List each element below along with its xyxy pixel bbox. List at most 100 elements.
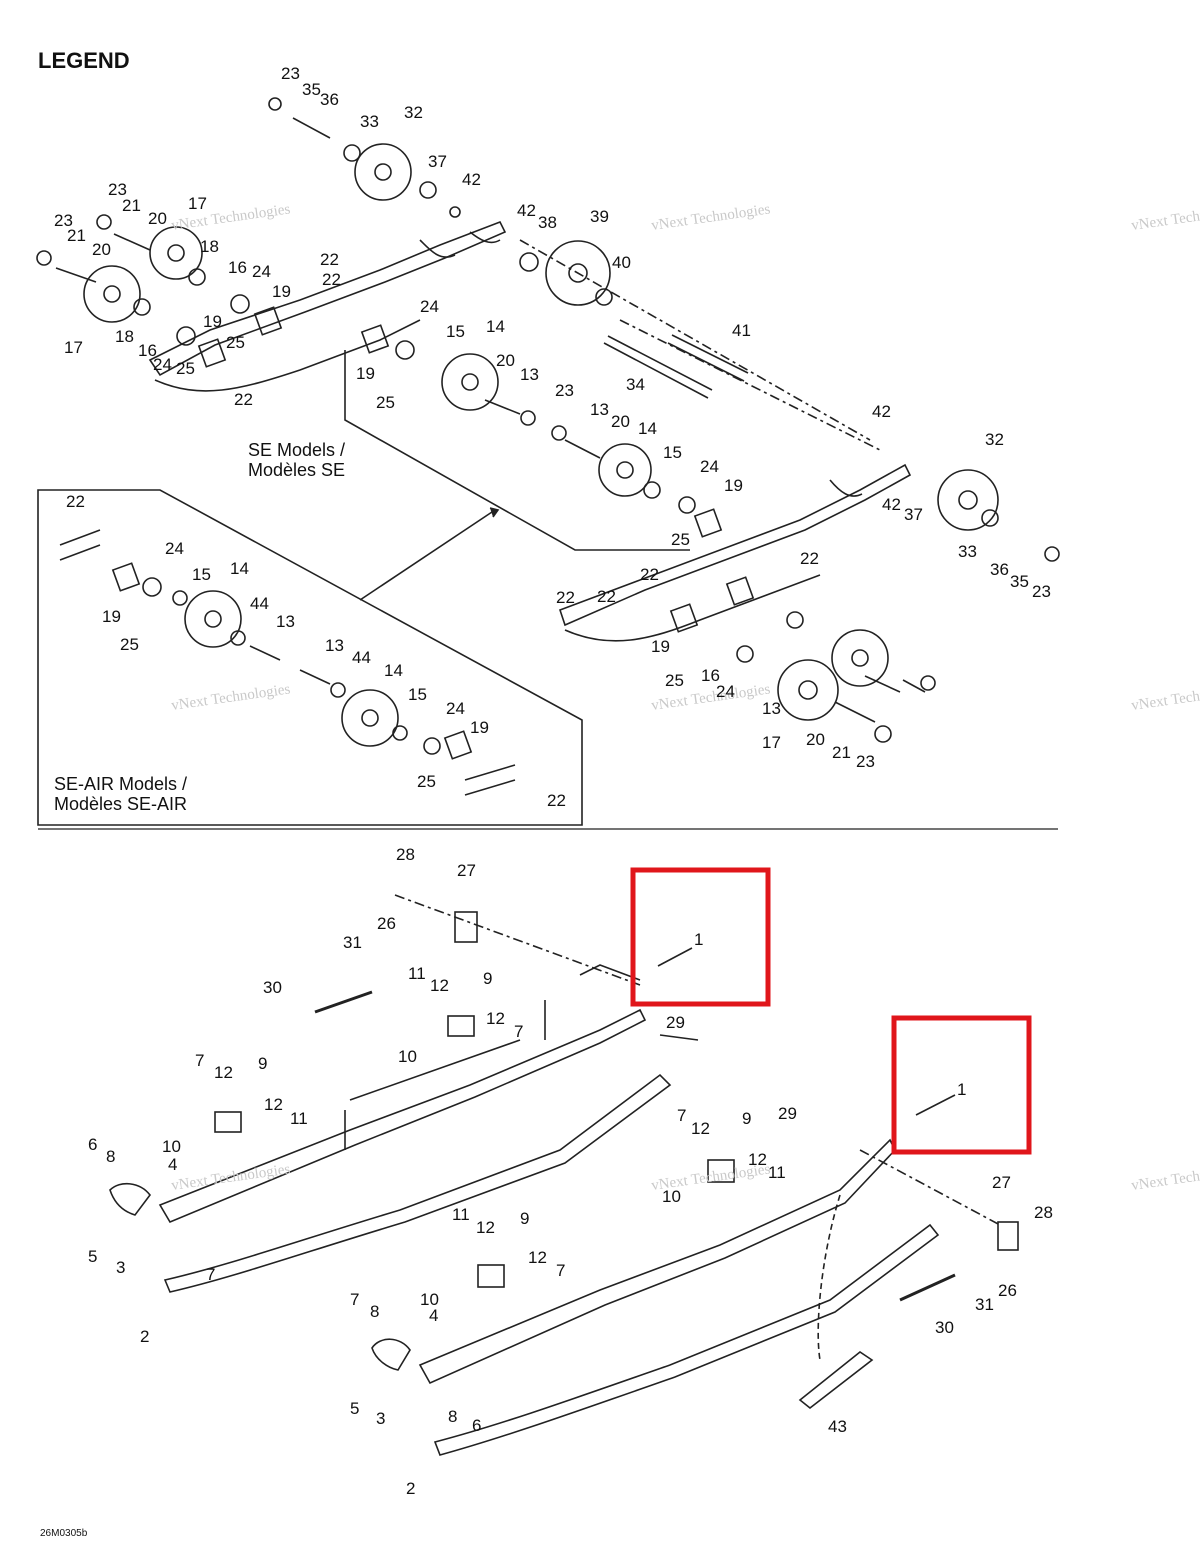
part-label-8: 8 <box>370 1302 379 1321</box>
part-label-38: 38 <box>538 213 557 232</box>
part-label-14: 14 <box>384 661 403 680</box>
block-27-left <box>454 911 478 943</box>
part-label-19: 19 <box>203 312 222 331</box>
part-label-22: 22 <box>322 270 341 289</box>
part-label-3: 3 <box>376 1409 385 1428</box>
part-label-14: 14 <box>638 419 657 438</box>
wheel-17-right-upper <box>831 629 889 687</box>
part-label-23: 23 <box>555 381 574 400</box>
part-label-26: 26 <box>377 914 396 933</box>
part-label-10: 10 <box>662 1187 681 1206</box>
part-label-9: 9 <box>258 1054 267 1073</box>
wheel-32-right <box>937 469 999 531</box>
svg-text:vNext Technologies: vNext Technologies <box>1130 1161 1200 1194</box>
wheel-14 <box>441 353 499 411</box>
part-label-23: 23 <box>856 752 875 771</box>
part-label-22: 22 <box>640 565 659 584</box>
part-label-19: 19 <box>356 364 375 383</box>
part-label-7: 7 <box>195 1051 204 1070</box>
part-label-22: 22 <box>547 791 566 810</box>
part-label-8: 8 <box>448 1407 457 1426</box>
part-label-10: 10 <box>398 1047 417 1066</box>
part-label-11: 11 <box>768 1163 786 1182</box>
part-label-24: 24 <box>716 682 735 701</box>
part-label-12: 12 <box>430 976 449 995</box>
part-label-7: 7 <box>350 1290 359 1309</box>
part-label-4: 4 <box>429 1306 438 1325</box>
svg-text:vNext Technologies: vNext Technologies <box>1130 681 1200 714</box>
svg-text:vNext Technologies: vNext Technologies <box>650 201 771 234</box>
part-label-32: 32 <box>404 103 423 122</box>
part-label-12: 12 <box>264 1095 283 1114</box>
svg-text:vNext Technologies: vNext Technologies <box>1130 201 1200 234</box>
part-label-39: 39 <box>590 207 609 226</box>
part-label-22: 22 <box>800 549 819 568</box>
part-label-21: 21 <box>67 226 86 245</box>
part-label-29: 29 <box>778 1104 797 1123</box>
part-label-25: 25 <box>671 530 690 549</box>
slide-right <box>433 1223 940 1456</box>
part-label-27: 27 <box>992 1173 1011 1192</box>
part-label-6: 6 <box>472 1416 481 1435</box>
part-label-13: 13 <box>590 400 609 419</box>
part-label-42: 42 <box>517 201 536 220</box>
part-label-22: 22 <box>66 492 85 511</box>
part-label-19: 19 <box>724 476 743 495</box>
wheel-39 <box>545 240 611 306</box>
part-label-21: 21 <box>832 743 851 762</box>
part-label-40: 40 <box>612 253 631 272</box>
svg-text:vNext Technologies: vNext Technologies <box>170 681 291 714</box>
part-label-5: 5 <box>88 1247 97 1266</box>
part-label-36: 36 <box>990 560 1009 579</box>
decal-43 <box>798 1351 874 1410</box>
part-label-15: 15 <box>408 685 427 704</box>
part-label-12: 12 <box>476 1218 495 1237</box>
part-label-35: 35 <box>302 80 321 99</box>
upper-rail-lower-edge <box>154 319 421 392</box>
part-label-13: 13 <box>520 365 539 384</box>
part-label-19: 19 <box>470 718 489 737</box>
part-label-10: 10 <box>162 1137 181 1156</box>
part-label-20: 20 <box>92 240 111 259</box>
part-label-22: 22 <box>556 588 575 607</box>
part-label-23: 23 <box>281 64 300 83</box>
part-label-25: 25 <box>120 635 139 654</box>
part-label-13: 13 <box>325 636 344 655</box>
se-air-caption: SE-AIR Models / <box>54 774 187 794</box>
part-label-8: 8 <box>106 1147 115 1166</box>
leader-1-right <box>915 1094 956 1116</box>
wheel-17-upper <box>149 226 203 280</box>
part-label-2: 2 <box>406 1479 415 1498</box>
part-label-20: 20 <box>806 730 825 749</box>
part-label-23: 23 <box>108 180 127 199</box>
slide-left <box>163 1073 672 1293</box>
part-label-31: 31 <box>975 1295 994 1314</box>
part-label-14: 14 <box>230 559 249 578</box>
part-label-42: 42 <box>882 495 901 514</box>
part-label-25: 25 <box>376 393 395 412</box>
watermarks: vNext Technologies vNext Technologies vN… <box>170 201 1200 1194</box>
part-label-7: 7 <box>206 1265 215 1284</box>
part-label-12: 12 <box>528 1248 547 1267</box>
part-label-25: 25 <box>176 359 195 378</box>
part-label-27: 27 <box>457 861 476 880</box>
part-label-9: 9 <box>520 1209 529 1228</box>
part-label-24: 24 <box>252 262 271 281</box>
se-air-caption-fr: Modèles SE-AIR <box>54 794 187 814</box>
part-label-34: 34 <box>626 375 645 394</box>
svg-text:vNext Technologies: vNext Technologies <box>170 1161 291 1194</box>
part-label-14: 14 <box>486 317 505 336</box>
part-label-42: 42 <box>462 170 481 189</box>
part-label-1: 1 <box>957 1080 966 1099</box>
part-label-25: 25 <box>665 671 684 690</box>
part-label-37: 37 <box>428 152 447 171</box>
part-label-31: 31 <box>343 933 362 952</box>
part-label-12: 12 <box>486 1009 505 1028</box>
part-label-3: 3 <box>116 1258 125 1277</box>
drawing-code: 26M0305b <box>40 1528 88 1539</box>
part-label-28: 28 <box>396 845 415 864</box>
highlight-box-part-1-right <box>891 1015 1032 1155</box>
part-label-7: 7 <box>677 1106 686 1125</box>
part-label-17: 17 <box>64 338 83 357</box>
